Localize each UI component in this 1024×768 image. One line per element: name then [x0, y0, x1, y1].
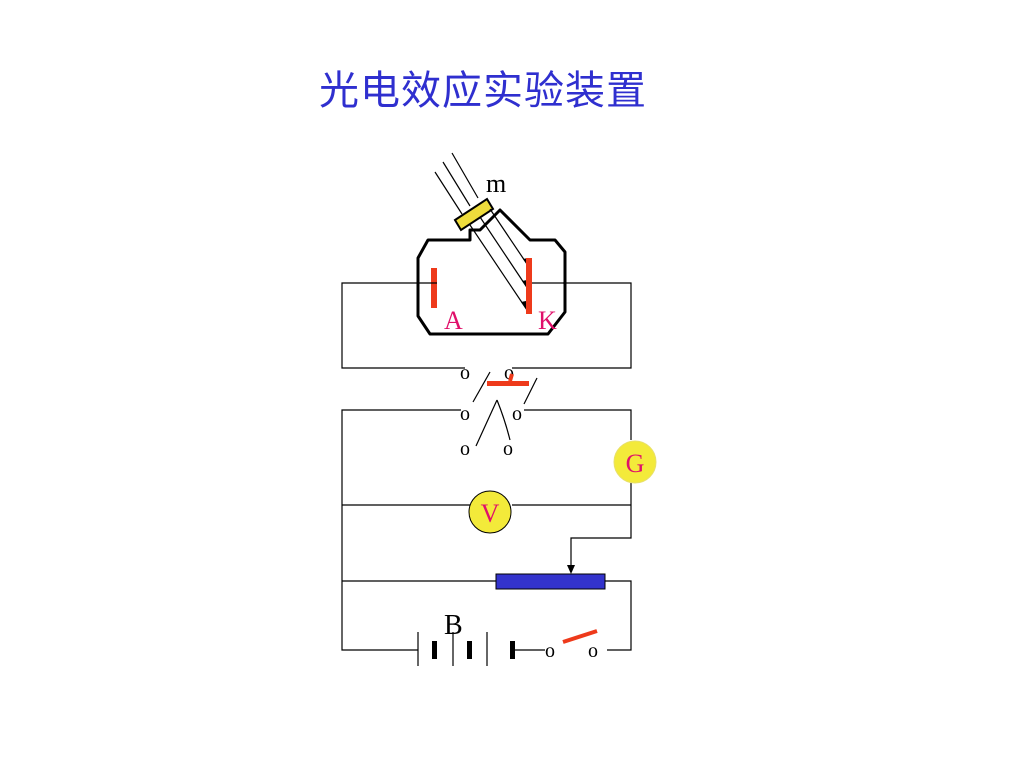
- switch-handle[interactable]: [487, 381, 529, 386]
- terminal-bottom-right: o: [503, 438, 513, 460]
- main-switch-terminal-right: o: [588, 640, 598, 662]
- source-label: m: [486, 169, 506, 198]
- rheostat-slider-arrow[interactable]: [567, 565, 575, 574]
- source-tube: [453, 197, 495, 232]
- terminal-top-left: o: [460, 362, 470, 384]
- battery-label: B: [444, 610, 463, 641]
- main-switch[interactable]: o o: [545, 629, 598, 662]
- galvanometer: G: [613, 440, 657, 484]
- phototube-vessel: [416, 208, 567, 336]
- cathode-label: K: [538, 306, 557, 335]
- reversing-switch[interactable]: o o o o o o: [460, 362, 538, 460]
- cathode-plate: [526, 258, 532, 314]
- light-rays: [469, 208, 530, 311]
- galvanometer-label: G: [626, 449, 645, 478]
- voltmeter-label: V: [481, 499, 500, 528]
- light-source: [434, 152, 495, 232]
- anode-plate: [431, 268, 437, 308]
- terminal-mid-right: o: [512, 403, 522, 425]
- rheostat[interactable]: [495, 573, 606, 590]
- main-switch-terminal-left: o: [545, 640, 555, 662]
- voltmeter: V: [468, 490, 512, 534]
- top-loop-wires: [341, 282, 632, 369]
- slide-title: 光电效应实验装置: [319, 68, 647, 114]
- terminal-top-right: o: [504, 362, 514, 384]
- main-switch-blade[interactable]: [562, 629, 598, 644]
- terminal-mid-left: o: [460, 403, 470, 425]
- terminal-bottom-left: o: [460, 438, 470, 460]
- anode-label: A: [444, 306, 463, 335]
- lower-loop-wires: [341, 409, 632, 651]
- battery: B: [417, 610, 545, 666]
